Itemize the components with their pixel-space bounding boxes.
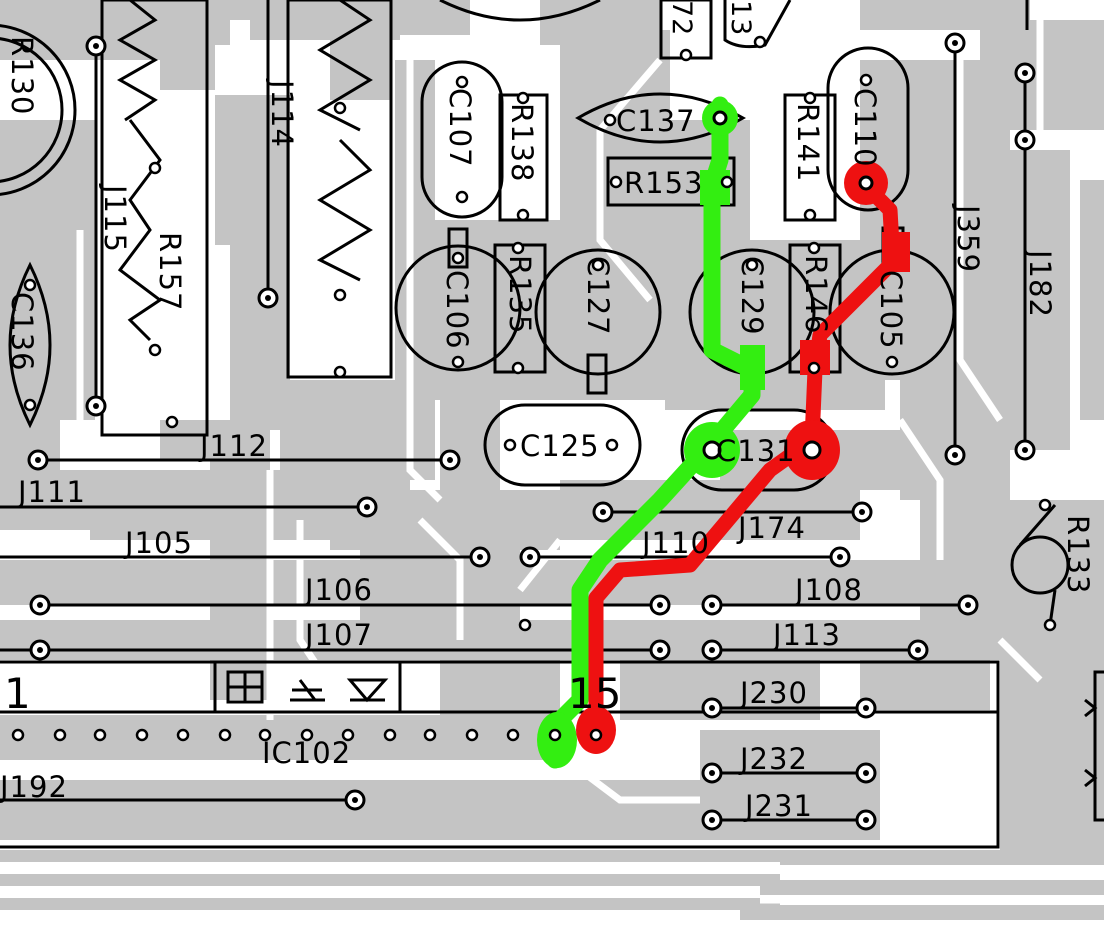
label-pin1: 1 [4, 669, 31, 718]
label-r138: R138 [505, 103, 539, 183]
label-j174: J174 [736, 511, 806, 545]
label-j182: J182 [1023, 248, 1057, 318]
label-j231: J231 [743, 789, 813, 823]
label-j230: J230 [738, 676, 808, 710]
label-c136: C136 [5, 292, 39, 372]
label-j192: J192 [0, 770, 68, 804]
label-r130: R130 [5, 36, 39, 116]
label-c127: C127 [581, 256, 615, 336]
label-j107: J107 [303, 618, 373, 652]
label-j111: J111 [16, 475, 86, 509]
label-c129: C129 [735, 256, 769, 336]
label-j110: J110 [640, 526, 710, 560]
label-c125: C125 [520, 429, 600, 463]
label-r157: R157 [153, 232, 187, 312]
label-j114: J114 [265, 78, 299, 148]
component-labels: R130 J115 R157 J114 C107 R138 C137 R153 … [0, 0, 1095, 823]
label-j106: J106 [303, 573, 373, 607]
label-j113: J113 [771, 618, 841, 652]
copper-gaps [0, 20, 1104, 918]
ic102-pins [11, 728, 603, 742]
label-j108: J108 [793, 573, 863, 607]
label-j105: J105 [123, 526, 193, 560]
label-j115: J115 [98, 183, 132, 253]
label-c131: C131 [716, 434, 796, 468]
label-13: 13 [725, 0, 756, 36]
label-c105: C105 [874, 270, 908, 350]
label-ic102: IC102 [262, 736, 351, 770]
label-c110: C110 [848, 88, 882, 168]
label-c106: C106 [440, 270, 474, 350]
label-r153: R153 [624, 166, 704, 200]
label-c137: C137 [616, 104, 696, 138]
pad-dots [35, 40, 1028, 823]
label-r135: R135 [503, 255, 537, 335]
label-r146: R146 [799, 255, 833, 335]
lead-holes [23, 35, 1057, 632]
label-j112: J112 [198, 429, 268, 463]
label-r133: R133 [1061, 515, 1095, 595]
label-j232: J232 [738, 742, 808, 776]
label-j359: J359 [951, 203, 985, 273]
label-72: 72 [666, 0, 697, 36]
label-c107: C107 [443, 88, 477, 168]
label-r141: R141 [791, 103, 825, 183]
label-pin15: 15 [568, 669, 621, 718]
